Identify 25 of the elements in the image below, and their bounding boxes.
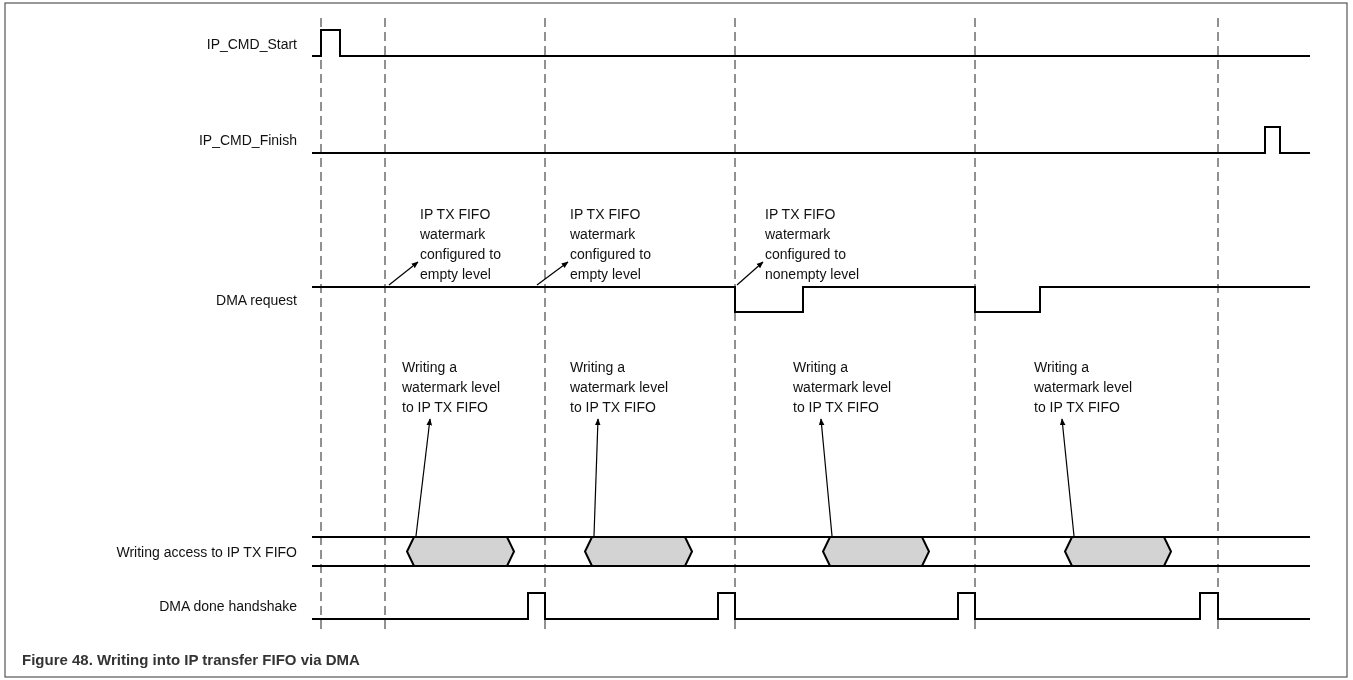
leader-arrow — [415, 418, 433, 537]
waveform — [311, 286, 1311, 313]
bus-data-hexagon — [1065, 537, 1171, 566]
leader-arrow — [736, 261, 764, 286]
bus-data-hexagon — [823, 537, 929, 566]
leader-arrow — [536, 261, 569, 286]
annotation-text: Writing a watermark level to IP TX FIFO — [793, 357, 905, 417]
signal-name: DMA done handshake — [159, 597, 297, 616]
bus-data-hexagon — [407, 537, 514, 566]
leader-arrow — [388, 261, 419, 286]
leader-arrow — [818, 418, 833, 537]
annotation-text: IP TX FIFO watermark configured to empty level — [570, 204, 688, 284]
annotation-text: IP TX FIFO watermark configured to empty level — [420, 204, 538, 284]
signal-name: IP_CMD_Start — [206, 35, 297, 54]
bus-data-hexagon — [585, 537, 692, 566]
annotation-text: IP TX FIFO watermark configured to nonempty level — [765, 204, 893, 284]
annotation-text: Writing a watermark level to IP TX FIFO — [1034, 357, 1146, 417]
signal-name: IP_CMD_Finish — [198, 131, 297, 150]
figure-caption: Figure 48. Writing into IP transfer FIFO via DMA — [22, 651, 360, 668]
leader-arrow — [1059, 418, 1075, 537]
signal-name: Writing access to IP TX FIFO — [116, 543, 297, 562]
signal-name: DMA request — [216, 291, 297, 310]
annotation-text: Writing a watermark level to IP TX FIFO — [402, 357, 514, 417]
leader-arrow — [593, 418, 601, 537]
annotation-text: Writing a watermark level to IP TX FIFO — [570, 357, 682, 417]
